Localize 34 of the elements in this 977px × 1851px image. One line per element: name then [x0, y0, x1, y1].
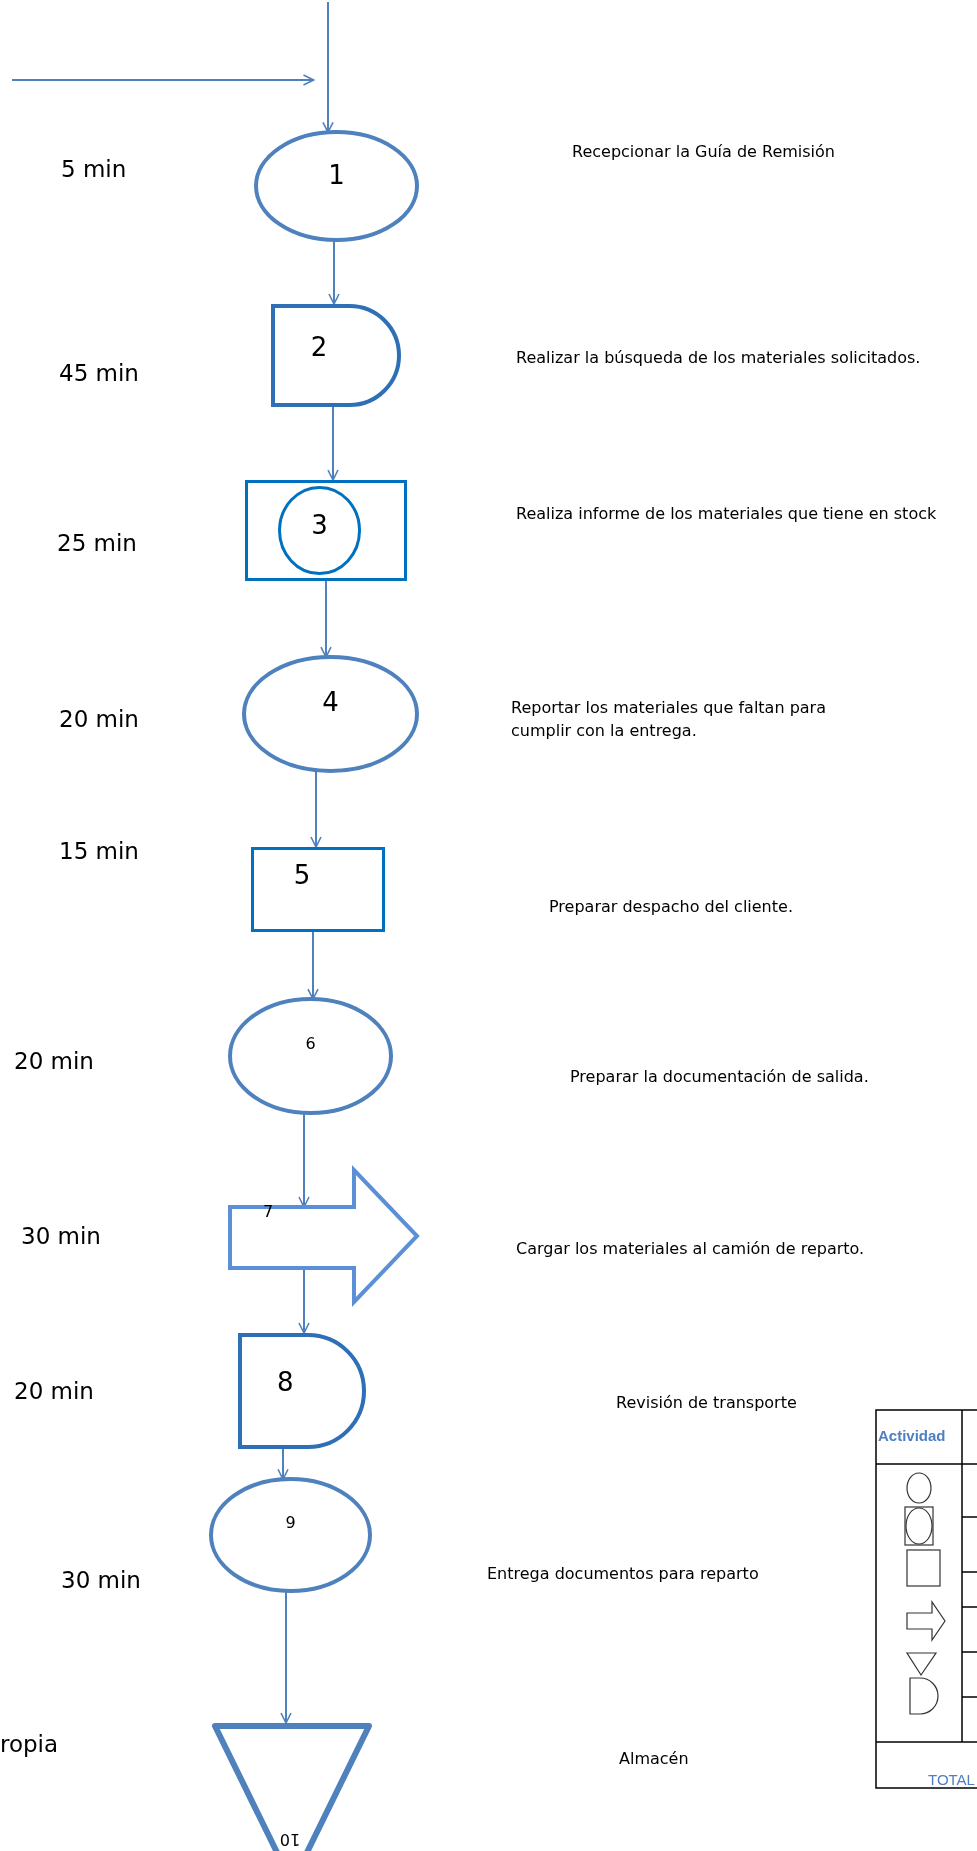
step-number: 1: [328, 161, 345, 188]
table-total: TOTAL: [928, 1772, 975, 1787]
step-description: Preparar la documentación de salida.: [570, 1066, 870, 1088]
step-description: Cargar los materiales al camión de reparto.: [516, 1238, 866, 1260]
duration-label: 30 min: [21, 1225, 101, 1248]
duration-label: 15 min: [59, 840, 139, 863]
step-number: 8: [277, 1368, 294, 1395]
duration-label: 20 min: [14, 1050, 94, 1073]
step-number: 10: [280, 1831, 301, 1848]
step-description: Revisión de transporte: [616, 1392, 798, 1414]
step-description: Entrega documentos para reparto: [487, 1563, 760, 1585]
duration-label: 20 min: [59, 708, 139, 731]
step-description: Almacén: [619, 1748, 690, 1770]
step-number: 4: [322, 689, 339, 716]
cut-off-text: ropia: [0, 1733, 59, 1756]
step-description: Preparar despacho del cliente.: [549, 896, 794, 918]
step-number: 2: [310, 334, 328, 361]
step-description: Realizar la búsqueda de los materiales solicitados.: [516, 347, 922, 369]
duration-label: 5 min: [61, 158, 127, 181]
step-number: 9: [285, 1515, 296, 1532]
duration-label: 25 min: [57, 532, 137, 555]
step-description: Realiza informe de los materiales que tiene en stock: [516, 503, 938, 525]
step-number: 3: [311, 512, 328, 539]
flow-arrow: [327, 406, 339, 481]
duration-label: 30 min: [61, 1569, 141, 1592]
flow-arrow: [11, 74, 315, 86]
step-number: 6: [305, 1036, 316, 1053]
duration-label: 45 min: [59, 362, 139, 385]
duration-label: 20 min: [14, 1380, 94, 1403]
step-description: Recepcionar la Guía de Remisión: [572, 141, 836, 163]
step-description: Reportar los materiales que faltan para cumplir con la entrega.: [511, 697, 827, 743]
table-header: Actividad: [878, 1428, 946, 1443]
flow-arrow: [310, 769, 322, 848]
step-number: 5: [293, 862, 311, 889]
